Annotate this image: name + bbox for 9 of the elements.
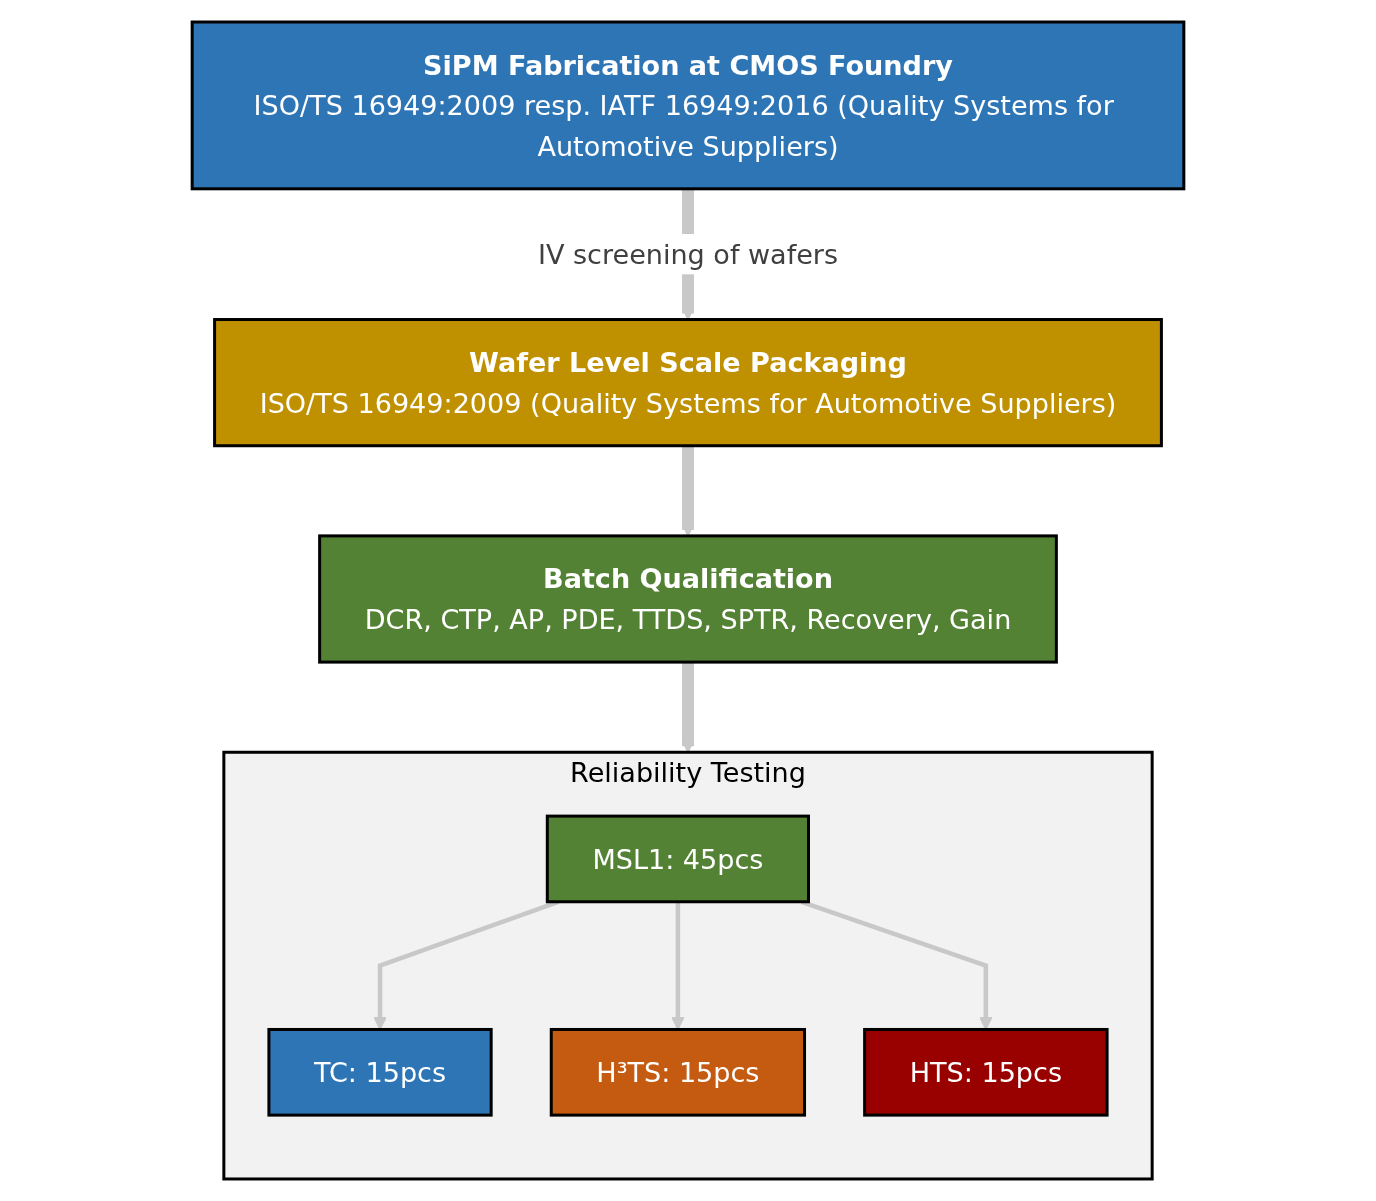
node-box: MSL1: 45pcs <box>545 814 810 904</box>
node-box: Batch Qualification DCR, CTP, AP, PDE, TTDS, SPTR, Recovery, Gain <box>318 534 1058 664</box>
node-box: TC: 15pcs <box>267 1027 493 1117</box>
edge-label: IV screening of wafers <box>537 238 839 270</box>
arrow <box>681 662 695 753</box>
node-box: H³TS: 15pcs <box>549 1027 807 1117</box>
node-box: SiPM Fabrication at CMOS Foundry ISO/TS 16949:2009 resp. IATF 16949:2016 (Quality Systems for Automotive Suppliers) <box>190 20 1186 191</box>
node-box: HTS: 15pcs <box>863 1027 1109 1117</box>
node-box: Wafer Level Scale Packaging ISO/TS 16949:2009 (Quality Systems for Automotive Suppliers) <box>213 318 1163 448</box>
